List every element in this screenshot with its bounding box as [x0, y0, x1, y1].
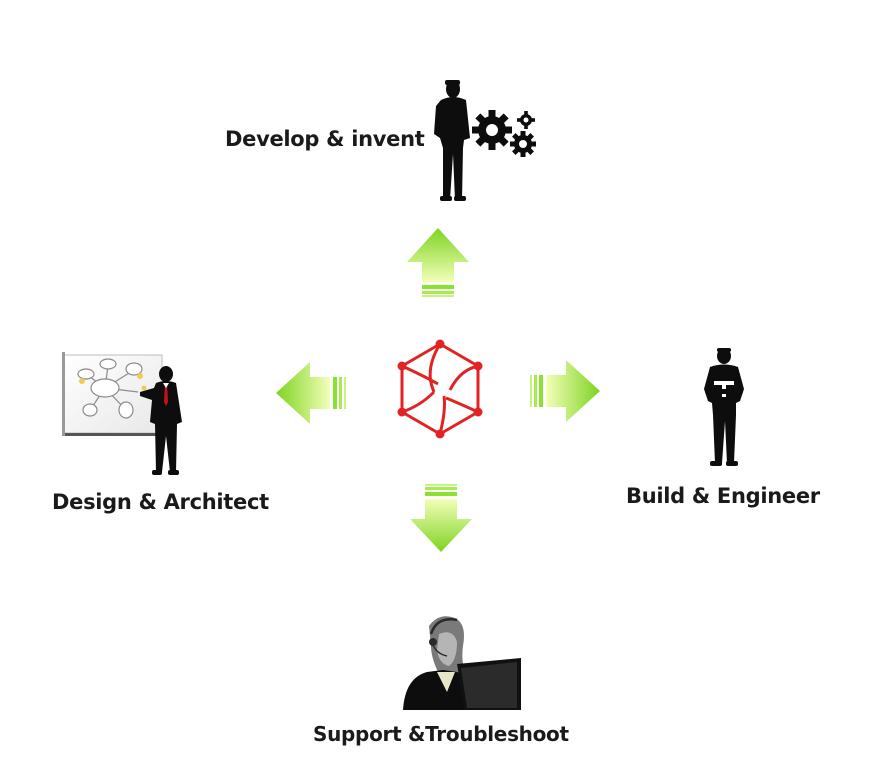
- role-label-support: Support &Troubleshoot: [313, 722, 569, 746]
- arrow-right-icon: [530, 360, 600, 422]
- arrow-left-icon: [276, 362, 346, 424]
- role-label-build: Build & Engineer: [626, 484, 820, 508]
- arrow-up-icon: [407, 228, 469, 297]
- engineer-with-gears-icon: [434, 80, 536, 201]
- support-agent-with-headset-icon: [403, 616, 521, 710]
- arrow-down-icon: [410, 484, 472, 552]
- role-label-develop: Develop & invent: [225, 127, 425, 151]
- worker-holding-tool-icon: [704, 348, 744, 466]
- role-label-design: Design & Architect: [52, 490, 269, 514]
- hexagon-logo-icon: [397, 339, 483, 439]
- presenter-at-whiteboard-icon: [62, 352, 182, 475]
